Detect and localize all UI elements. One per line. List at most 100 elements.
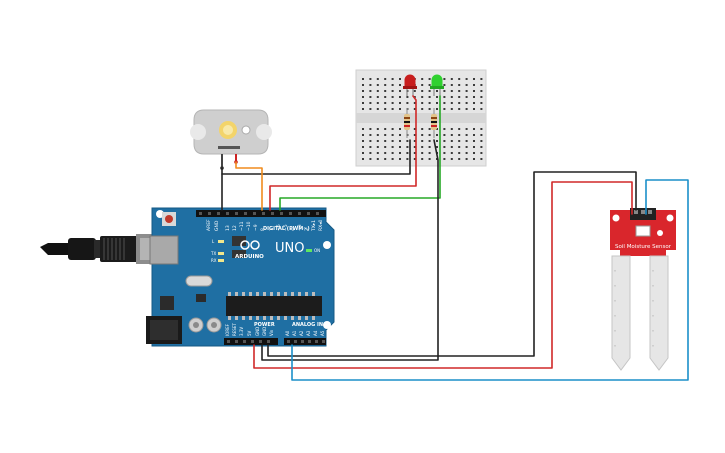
breadboard-hole — [443, 146, 446, 148]
breadboard-hole — [473, 146, 475, 148]
breadboard-hole — [399, 140, 401, 142]
breadboard-hole — [421, 128, 424, 130]
breadboard-hole — [384, 96, 387, 98]
breadboard-hole — [473, 84, 475, 86]
breadboard-hole — [376, 158, 379, 160]
green-led[interactable] — [430, 74, 444, 97]
breadboard-hole — [391, 84, 394, 86]
breadboard-hole — [450, 96, 453, 98]
breadboard-hole — [369, 78, 372, 80]
breadboard-hole — [473, 78, 475, 80]
dc-motor-icon[interactable] — [190, 109, 272, 170]
breadboard-hole — [369, 152, 372, 154]
breadboard-hole — [384, 140, 387, 142]
breadboard-hole — [421, 102, 424, 104]
breadboard-hole — [443, 102, 446, 104]
breadboard-hole — [450, 134, 453, 136]
breadboard-hole — [443, 128, 446, 130]
breadboard-hole — [450, 146, 453, 148]
breadboard-hole — [480, 134, 483, 136]
soil-moisture-sensor-icon[interactable]: Soil Moisture Sensor — [610, 208, 676, 371]
breadboard-hole — [384, 84, 387, 86]
breadboard-hole — [458, 96, 461, 98]
breadboard-hole — [458, 152, 461, 154]
breadboard-hole — [428, 158, 431, 160]
svg-text:5V: 5V — [247, 330, 252, 336]
breadboard-hole — [362, 108, 364, 110]
breadboard-hole — [443, 134, 446, 136]
breadboard-hole — [450, 84, 453, 86]
breadboard-hole — [465, 152, 468, 154]
svg-text:IOREF: IOREF — [225, 323, 230, 336]
breadboard-hole — [436, 128, 438, 130]
breadboard-hole — [391, 128, 394, 130]
breadboard-hole — [480, 146, 483, 148]
breadboard-hole — [384, 108, 387, 110]
breadboard-hole — [399, 146, 401, 148]
breadboard-hole — [376, 146, 379, 148]
breadboard-hole — [399, 102, 401, 104]
svg-text:A5: A5 — [320, 330, 325, 336]
aref-label: AREF — [206, 219, 212, 231]
breadboard-hole — [391, 158, 394, 160]
breadboard-hole — [399, 108, 401, 110]
red-led[interactable] — [403, 74, 417, 97]
svg-text:~11: ~11 — [239, 221, 245, 231]
breadboard-hole — [465, 128, 468, 130]
digital-label: DIGITAL (PWM~) — [263, 226, 310, 232]
breadboard-hole — [428, 146, 431, 148]
breadboard-hole — [362, 152, 364, 154]
breadboard-hole — [369, 128, 372, 130]
breadboard-hole — [421, 90, 424, 92]
svg-text:A2: A2 — [299, 330, 304, 336]
breadboard-hole — [413, 158, 416, 160]
breadboard-hole — [362, 96, 364, 98]
svg-text:GND: GND — [262, 327, 267, 336]
breadboard-hole — [406, 146, 409, 148]
svg-text:RX◂0: RX◂0 — [318, 220, 324, 231]
breadboard-hole — [443, 84, 446, 86]
breadboard-hole — [376, 96, 379, 98]
breadboard-hole — [362, 128, 364, 130]
breadboard-hole — [391, 108, 394, 110]
breadboard-hole — [384, 152, 387, 154]
breadboard-hole — [436, 108, 438, 110]
breadboard-hole — [384, 78, 387, 80]
breadboard-hole — [465, 102, 468, 104]
mini-breadboard-icon[interactable] — [355, 69, 487, 167]
breadboard-hole — [458, 78, 461, 80]
reset-button[interactable] — [165, 215, 173, 223]
breadboard-hole — [413, 134, 416, 136]
breadboard-hole — [428, 108, 431, 110]
breadboard-hole — [428, 128, 431, 130]
resistor-green-led[interactable] — [431, 108, 437, 138]
breadboard-hole — [384, 134, 387, 136]
svg-text:~6: ~6 — [276, 224, 282, 231]
breadboard-hole — [428, 140, 431, 142]
breadboard-hole — [362, 146, 364, 148]
breadboard-hole — [399, 90, 401, 92]
breadboard-hole — [458, 128, 461, 130]
breadboard-hole — [391, 102, 394, 104]
breadboard-hole — [362, 84, 364, 86]
breadboard-hole — [399, 78, 401, 80]
breadboard-hole — [480, 78, 483, 80]
svg-text:A0: A0 — [285, 330, 290, 336]
breadboard-hole — [428, 90, 431, 92]
arduino-uno-board[interactable]: AREF GND 13 12 ~11 ~10 ~9 8 7 ~6 ~5 4 ~3… — [146, 207, 335, 347]
breadboard-hole — [458, 134, 461, 136]
svg-text:TX▸1: TX▸1 — [311, 220, 317, 232]
breadboard-hole — [369, 134, 372, 136]
resistor-red-led[interactable] — [404, 108, 410, 138]
breadboard-hole — [376, 102, 379, 104]
breadboard-hole — [369, 140, 372, 142]
on-label: ON — [314, 248, 320, 253]
breadboard-hole — [391, 140, 394, 142]
breadboard-hole — [458, 108, 461, 110]
breadboard-hole — [413, 146, 416, 148]
breadboard-hole — [450, 140, 453, 142]
breadboard-hole — [421, 152, 424, 154]
breadboard-hole — [473, 90, 475, 92]
breadboard-hole — [428, 96, 431, 98]
breadboard-hole — [369, 108, 372, 110]
